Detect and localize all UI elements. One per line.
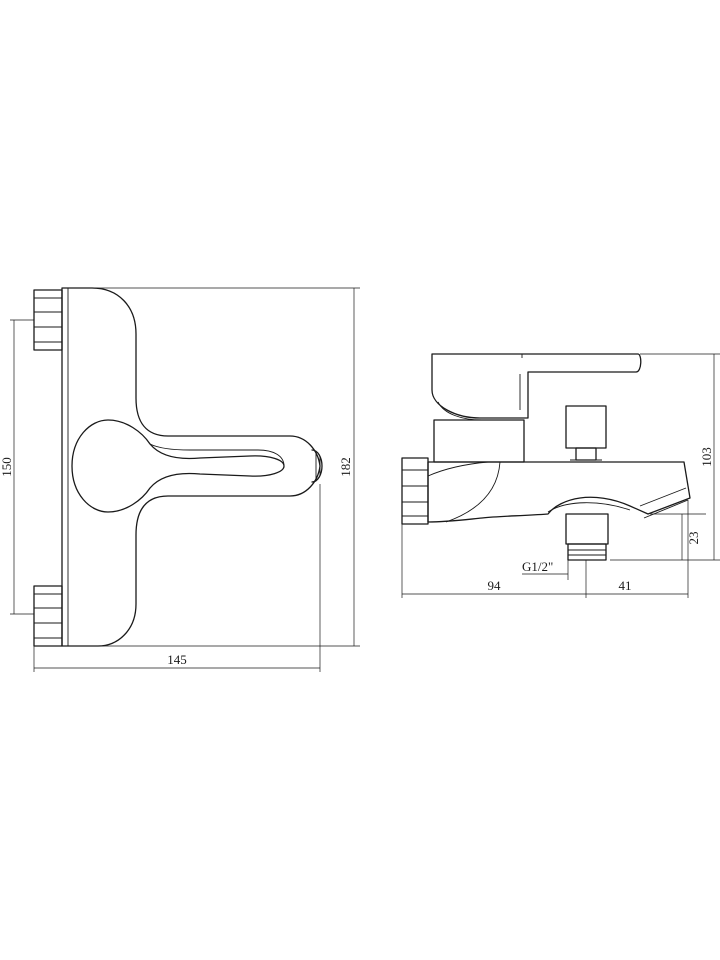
dimension-height: 182 (92, 287, 360, 647)
wall-to-outlet-label: 94 (488, 578, 502, 593)
top-inlet-nut (33, 289, 63, 351)
thread-label: G1/2" (522, 559, 553, 574)
lever-handle (71, 419, 285, 513)
lever-cap (431, 353, 642, 421)
outlet-drop-label: 23 (686, 532, 701, 545)
bottom-inlet-nut (33, 585, 63, 647)
depth-label: 103 (699, 447, 714, 467)
width-label: 145 (167, 652, 187, 667)
dimension-outlet-drop: 23 (650, 513, 706, 560)
dimension-depth: 103 (610, 353, 720, 561)
mixer-body-outline (61, 287, 321, 647)
front-view: 145 150 182 (0, 287, 360, 672)
diverter-knob (565, 405, 607, 461)
wall-nut (401, 457, 429, 525)
side-view: 103 23 G1/2" 94 41 (401, 353, 720, 598)
cartridge-body (433, 419, 525, 463)
dimension-width: 145 (33, 484, 321, 672)
thread-callout: G1/2" (522, 559, 569, 580)
spout-body (427, 461, 691, 523)
spout-tip (311, 449, 323, 483)
dimension-horizontal: 94 41 (401, 500, 689, 598)
height-label: 182 (338, 457, 353, 477)
outlet-fitting (565, 513, 609, 561)
inlet-spacing-label: 150 (0, 457, 14, 477)
outlet-to-spout-label: 41 (619, 578, 632, 593)
dimension-inlet-spacing: 150 (0, 319, 34, 615)
